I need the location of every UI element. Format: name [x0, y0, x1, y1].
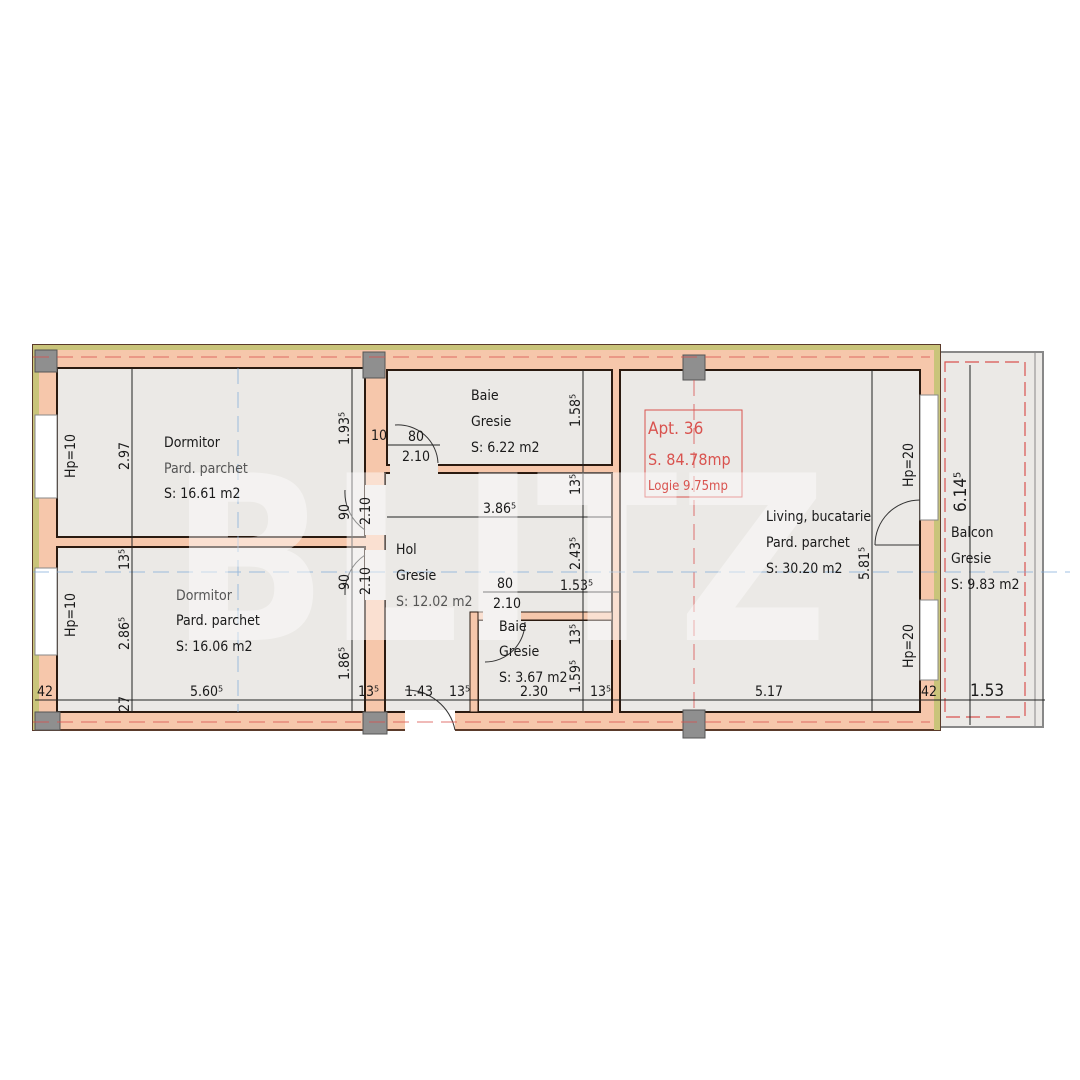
room-balcon: Balcon Gresie S: 9.83 m2	[951, 525, 1020, 593]
svg-text:1.93⁵: 1.93⁵	[337, 412, 353, 445]
svg-text:Dormitor: Dormitor	[176, 588, 233, 604]
svg-text:S: 30.20 m2: S: 30.20 m2	[766, 561, 843, 577]
svg-text:13⁵: 13⁵	[568, 624, 584, 645]
apartment-name: Apt. 36	[648, 419, 703, 439]
svg-text:13⁵: 13⁵	[358, 684, 379, 700]
svg-text:Hp=20: Hp=20	[901, 443, 917, 487]
windows	[34, 394, 939, 681]
svg-text:Baie: Baie	[471, 388, 499, 404]
room-hol: Hol Gresie S: 12.02 m2	[396, 542, 473, 610]
svg-text:Hp=10: Hp=10	[63, 434, 79, 478]
svg-text:S: 12.02 m2: S: 12.02 m2	[396, 594, 473, 610]
dimension-lines	[35, 365, 1045, 725]
apartment-area: S. 84.78mp	[648, 450, 731, 469]
svg-text:13⁵: 13⁵	[117, 549, 133, 570]
room-living: Living, bucatarie Pard. parchet S: 30.20…	[766, 509, 871, 577]
svg-text:Living, bucatarie: Living, bucatarie	[766, 509, 871, 525]
svg-text:5.17: 5.17	[755, 684, 783, 700]
svg-text:80: 80	[408, 429, 424, 445]
svg-text:Hp=20: Hp=20	[901, 624, 917, 668]
svg-text:42: 42	[37, 684, 53, 700]
svg-text:80: 80	[497, 576, 513, 592]
room-baie-1: Baie Gresie S: 6.22 m2	[471, 388, 540, 456]
svg-text:Baie: Baie	[499, 619, 527, 635]
svg-text:1.43: 1.43	[405, 684, 433, 700]
svg-text:S: 16.06 m2: S: 16.06 m2	[176, 639, 253, 655]
svg-text:90: 90	[337, 574, 353, 590]
svg-text:27: 27	[117, 696, 133, 712]
svg-text:2.43⁵: 2.43⁵	[568, 537, 584, 570]
svg-text:5.60⁵: 5.60⁵	[190, 684, 223, 700]
svg-text:S: 9.83 m2: S: 9.83 m2	[951, 577, 1020, 593]
svg-text:6.14⁵: 6.14⁵	[951, 472, 971, 512]
svg-text:Pard. parchet: Pard. parchet	[766, 535, 850, 551]
svg-text:1.59⁵: 1.59⁵	[568, 660, 584, 693]
svg-text:1.53: 1.53	[970, 681, 1004, 701]
svg-text:42: 42	[921, 684, 937, 700]
svg-text:Gresie: Gresie	[499, 644, 539, 660]
apartment-loggia: Logie 9.75mp	[648, 479, 728, 494]
svg-text:13⁵: 13⁵	[568, 474, 584, 495]
room-dormitor-1: Dormitor Pard. parchet S: 16.61 m2	[164, 435, 248, 502]
svg-text:2.10: 2.10	[402, 449, 430, 465]
svg-text:Balcon: Balcon	[951, 525, 993, 541]
svg-text:1.53⁵: 1.53⁵	[560, 578, 593, 594]
svg-text:2.97: 2.97	[117, 442, 133, 470]
svg-text:13⁵: 13⁵	[449, 684, 470, 700]
svg-text:Pard. parchet: Pard. parchet	[176, 613, 260, 629]
svg-text:90: 90	[337, 504, 353, 520]
svg-text:Gresie: Gresie	[471, 414, 511, 430]
svg-text:Dormitor: Dormitor	[164, 435, 221, 451]
dimension-labels-horizontal: 10 80 2.10 3.86⁵ 80 1.53⁵ 2.10 42 5.60⁵ …	[37, 428, 1004, 701]
svg-text:1.86⁵: 1.86⁵	[337, 647, 353, 680]
svg-text:13⁵: 13⁵	[590, 684, 611, 700]
dimension-labels-vertical: Hp=10 Hp=10 2.97 13⁵ 2.86⁵ 27 1.93⁵ 90 2…	[63, 394, 971, 712]
room-baie-2: Baie Gresie S: 3.67 m2	[499, 619, 568, 686]
svg-text:Hol: Hol	[396, 542, 417, 558]
svg-text:2.10: 2.10	[493, 596, 521, 612]
svg-text:5.81⁵: 5.81⁵	[857, 547, 873, 580]
svg-text:Hp=10: Hp=10	[63, 593, 79, 637]
svg-text:10: 10	[371, 428, 387, 444]
svg-text:Pard. parchet: Pard. parchet	[164, 461, 248, 477]
svg-text:S: 6.22 m2: S: 6.22 m2	[471, 440, 540, 456]
svg-text:1.58⁵: 1.58⁵	[568, 394, 584, 427]
door-openings	[365, 463, 521, 732]
svg-text:2.10: 2.10	[358, 567, 374, 595]
room-dormitor-2: Dormitor Pard. parchet S: 16.06 m2	[176, 588, 260, 655]
svg-text:3.86⁵: 3.86⁵	[483, 501, 516, 517]
svg-text:Gresie: Gresie	[396, 568, 436, 584]
columns	[34, 349, 706, 739]
apartment-label-box	[644, 409, 743, 498]
watermark: BLITZ	[170, 428, 828, 695]
svg-text:2.30: 2.30	[520, 684, 548, 700]
svg-text:2.86⁵: 2.86⁵	[117, 617, 133, 650]
svg-text:S: 3.67 m2: S: 3.67 m2	[499, 670, 568, 686]
svg-text:2.10: 2.10	[358, 497, 374, 525]
svg-text:Gresie: Gresie	[951, 551, 991, 567]
svg-text:S: 16.61 m2: S: 16.61 m2	[164, 486, 241, 502]
